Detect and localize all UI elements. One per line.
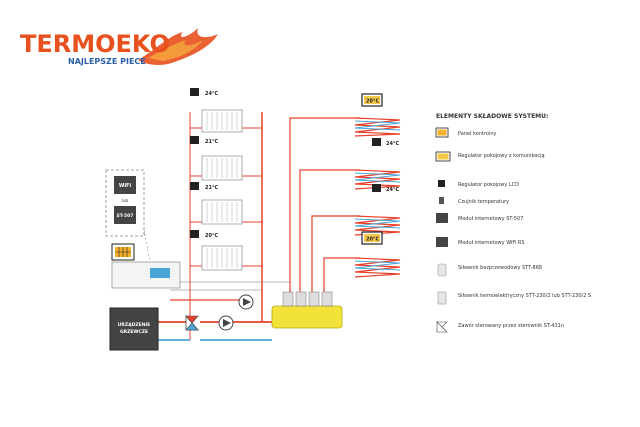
radiator-2: 21°C xyxy=(190,136,262,181)
radiator-temp: 21°C xyxy=(205,139,218,145)
radiator-temp: 24°C xyxy=(205,91,218,97)
legend-item-label: Regulator pokojowy z komunikacją xyxy=(458,153,545,159)
floor-manifold xyxy=(271,291,343,329)
legend: ELEMENTY SKŁADOWE SYSTEMU: Panel kontrol… xyxy=(435,113,591,333)
legend-item: Moduł internetowy ST-507 xyxy=(436,213,523,223)
radiator-temp: 21°C xyxy=(205,185,218,191)
room-regulator-lcd-icon xyxy=(190,136,199,144)
legend-item: Siłownik bezprzewodowy STT-868 xyxy=(437,263,542,277)
main-pipes xyxy=(155,281,290,341)
thermoelectric-actuator-icon xyxy=(282,291,294,307)
legend-item-label: Siłownik bezprzewodowy STT-868 xyxy=(458,265,542,271)
radiator-1: 24°C xyxy=(190,88,262,133)
st-module-label: ST-507 xyxy=(117,213,134,219)
legend-item-label: Siłownik termoelektryczny STT-230/2 lub … xyxy=(458,293,591,299)
floor-heating-circuit: 20°C 24°C 24°C 20°C xyxy=(289,93,401,300)
brand-logo: TERMOEKO NAJLEPSZE PIECE xyxy=(18,18,228,78)
internet-module-wifi-icon xyxy=(114,176,136,194)
room-regulator-lcd-icon xyxy=(372,184,381,192)
brand-name-part1: TERMO xyxy=(20,30,116,58)
boiler-label-line2: GRZEWCZE xyxy=(120,329,148,335)
floor-temp: 20°C xyxy=(366,99,379,105)
legend-title: ELEMENTY SKŁADOWE SYSTEMU: xyxy=(436,113,548,120)
thermoelectric-actuator-icon xyxy=(295,291,307,307)
internet-modules-box: WiFi lub ST-507 xyxy=(105,169,151,263)
internet-module-wifi-icon xyxy=(436,237,448,247)
internet-module-st507-icon xyxy=(436,213,448,223)
room-regulator-lcd-icon xyxy=(372,138,381,146)
radiator-temp: 20°C xyxy=(205,233,218,239)
room-regulator-lcd-icon xyxy=(438,180,445,187)
wifi-module-label: WiFi xyxy=(119,183,132,189)
room-regulator-lcd-icon xyxy=(190,88,199,96)
legend-item-label: Czujnik temperatury xyxy=(458,199,509,205)
mixing-valve-icon xyxy=(436,321,448,333)
legend-item: Regulator pokojowy LCD xyxy=(438,180,519,188)
legend-item: Zawór sterowany przez sterownik ST-431n xyxy=(436,321,564,333)
legend-item-label: Panel kontrolny xyxy=(458,131,497,137)
legend-item-label: Moduł internetowy WiFi RS xyxy=(458,240,525,246)
boiler-label-line1: URZĄDZENIE xyxy=(118,322,150,328)
legend-item-label: Regulator pokojowy LCD xyxy=(458,182,519,188)
wireless-actuator-icon xyxy=(437,263,447,277)
radiator-3: 21°C xyxy=(190,182,262,225)
radiator-4: 20°C xyxy=(190,230,262,271)
floor-temp: 24°C xyxy=(386,141,399,147)
brand-logo-graphic: TERMOEKO NAJLEPSZE PIECE xyxy=(20,28,218,66)
or-label: lub xyxy=(122,198,129,203)
legend-item: Regulator pokojowy z komunikacją xyxy=(435,151,545,162)
thermoelectric-actuator-icon xyxy=(308,291,320,307)
legend-item: Panel kontrolny xyxy=(435,127,497,138)
thermoelectric-actuator-icon xyxy=(321,291,333,307)
floor-loop-1: 20°C xyxy=(354,93,401,137)
floor-loop-2: 24°C xyxy=(354,138,401,190)
legend-item: Siłownik termoelektryczny STT-230/2 lub … xyxy=(437,291,591,305)
radiator-circuit: 24°C 21°C 21°C 20°C xyxy=(189,88,263,300)
main-controller xyxy=(111,243,181,289)
floor-loop-3: 24°C xyxy=(354,184,401,236)
svg-text:TERMOEKO: TERMOEKO xyxy=(20,30,170,58)
floor-temp: 20°C xyxy=(366,237,379,243)
internet-module-st507-icon xyxy=(114,206,136,224)
flame-inner-icon xyxy=(148,40,203,61)
legend-item: Moduł internetowy WiFi RS xyxy=(436,237,525,247)
floor-temp: 24°C xyxy=(386,187,399,193)
heating-device: URZĄDZENIE GRZEWCZE xyxy=(109,307,159,351)
room-regulator-lcd-icon xyxy=(190,182,199,190)
legend-item-label: Moduł internetowy ST-507 xyxy=(458,216,523,222)
mixing-valve-icon xyxy=(185,314,199,331)
floor-loop-4: 20°C xyxy=(354,231,401,278)
legend-item: Czujnik temperatury xyxy=(439,197,509,205)
room-regulator-lcd-icon xyxy=(190,230,199,238)
legend-item-label: Zawór sterowany przez sterownik ST-431n xyxy=(458,322,564,329)
brand-name-part2: EKO xyxy=(116,30,170,58)
temperature-sensor-icon xyxy=(439,197,444,204)
brand-tagline: NAJLEPSZE PIECE xyxy=(68,57,146,66)
thermoelectric-actuator-icon xyxy=(437,291,447,305)
